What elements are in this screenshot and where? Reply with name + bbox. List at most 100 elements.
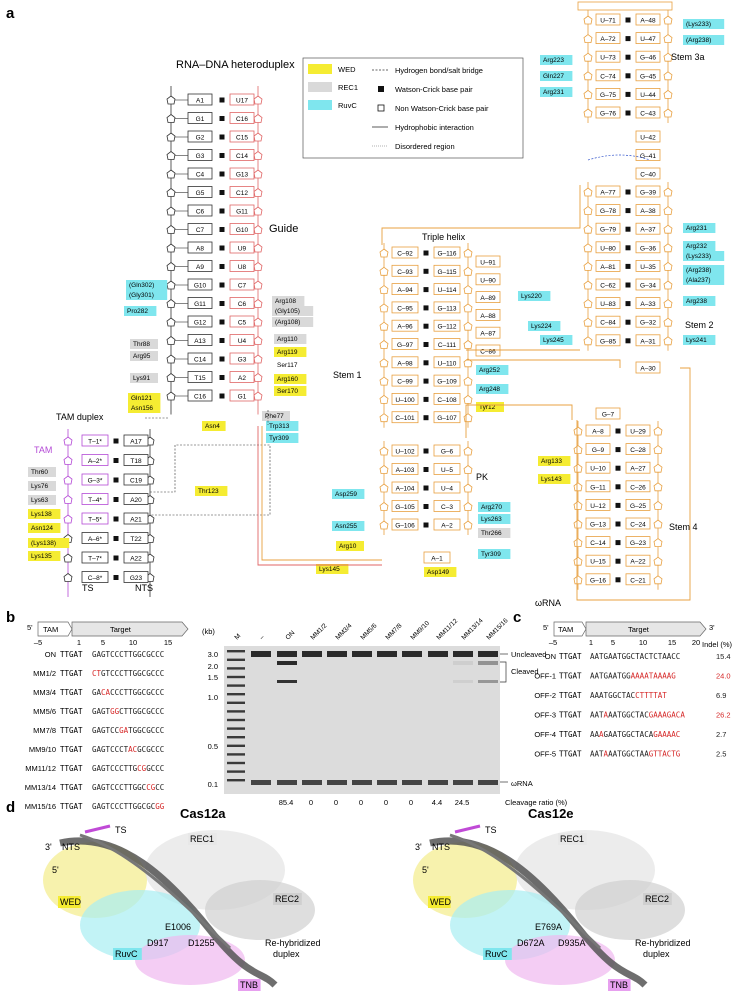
nucleotide-label: C19 — [130, 478, 142, 485]
sequence-base: C — [653, 652, 658, 661]
residue-label: Tyr309 — [481, 551, 501, 558]
sequence-base: G — [133, 783, 138, 792]
sugar-mark — [166, 243, 176, 253]
position-label: 5 — [611, 638, 615, 647]
nucleotide-label: A–6* — [88, 536, 103, 543]
c-tam-arrow — [553, 621, 587, 637]
sequence-base: C — [115, 726, 120, 735]
sequence-base: C — [160, 783, 165, 792]
sequence-base: G — [101, 726, 106, 735]
heteroduplex-title: RNA–DNA heteroduplex — [176, 59, 295, 71]
wrna-band — [302, 780, 322, 785]
legend-wc-mark — [378, 86, 384, 92]
sequence-base: T — [622, 691, 627, 700]
sugar-mark — [653, 575, 663, 585]
left-residues: (Gln302)(Gly301)Pro282Thr88Arg95Lys91Gln… — [28, 280, 168, 561]
nucleotide-label: C–99 — [397, 379, 413, 386]
offtarget-name: OFF-2 — [534, 691, 556, 700]
sequence-target: CTGTCCCTTGGCGCCC — [92, 669, 164, 678]
residue-label: Gln227 — [543, 73, 564, 80]
residue-box — [126, 280, 168, 290]
sugar-mark — [379, 413, 389, 423]
nucleotide-box — [635, 167, 661, 180]
residue-box — [683, 223, 716, 233]
sequence-target: GAGTCCCTTGGCGCCC — [92, 650, 164, 659]
sequence-base: G — [101, 707, 106, 716]
nucleotide-label: C–28 — [630, 447, 646, 454]
nucleotide-box — [625, 498, 651, 511]
sequence-base: A — [608, 730, 613, 739]
residue-box — [540, 55, 573, 65]
nucleotide-box — [635, 106, 661, 119]
sequence-base: G — [146, 726, 151, 735]
ruvc-label: RuvC — [485, 949, 508, 959]
nucleotide-label: G11 — [194, 301, 206, 308]
uncleaved-band — [377, 651, 397, 657]
sequence-base: T — [635, 652, 640, 661]
base-pair-mark — [113, 516, 119, 522]
cleavage-ratio: 24.5 — [455, 798, 470, 807]
nucleotide-label: G–97 — [397, 342, 413, 349]
sequence-base: T — [599, 711, 604, 720]
sugar-mark — [63, 436, 73, 446]
residue-label: Asn124 — [31, 525, 53, 532]
nucleotide-box — [81, 473, 109, 486]
wrna-band — [377, 780, 397, 785]
nucleotide-label: C15 — [236, 135, 248, 142]
uncleaved-band — [251, 651, 271, 657]
residue-box — [28, 551, 61, 561]
sequence-base: A — [97, 764, 102, 773]
marker-band — [227, 736, 245, 739]
sequence-base: G — [92, 650, 97, 659]
residue-box — [336, 541, 364, 551]
sequence-base: C — [142, 688, 147, 697]
c-tam-text: TAM — [558, 625, 573, 634]
residue-box — [272, 306, 314, 316]
nucleotide-box — [635, 222, 661, 235]
panel-b-label: b — [6, 609, 15, 626]
wrna-band — [327, 780, 347, 785]
nucleotide-label: U–10 — [590, 466, 606, 473]
rec1-box — [558, 833, 587, 845]
sugar-mark — [583, 108, 593, 118]
residue-label: Arg160 — [277, 376, 298, 383]
sequence-base: A — [599, 691, 604, 700]
residue-box — [130, 339, 158, 349]
sugar-mark — [663, 108, 673, 118]
sequence-base: C — [115, 688, 120, 697]
sequence-prefix: TTGAT — [60, 726, 83, 735]
nucleotide-box — [433, 264, 461, 277]
legend-item-label: Hydrogen bond/salt bridge — [395, 66, 483, 75]
sequence-base: T — [128, 802, 133, 811]
sugar-mark — [463, 520, 473, 530]
e-label: E769A — [535, 922, 562, 932]
residue-box — [424, 567, 457, 577]
sequence-base: G — [137, 726, 142, 735]
sequence-base: A — [662, 711, 667, 720]
sequence-base: T — [106, 669, 111, 678]
residue-label: Lys138 — [31, 511, 52, 518]
sugar-mark — [583, 261, 593, 271]
nucleotide-box — [595, 204, 621, 217]
sequence-prefix: TTGAT — [60, 650, 83, 659]
nucleotide-box — [635, 259, 661, 272]
nucleotide-box — [585, 554, 611, 567]
residue-box — [128, 403, 161, 413]
base-pair-mark — [423, 268, 429, 274]
sequence-base: G — [101, 802, 106, 811]
nucleotide-box — [635, 361, 661, 374]
sequence-base: G — [622, 750, 627, 759]
residue-label: Arg133 — [541, 458, 562, 465]
indel-value: 2.7 — [716, 730, 726, 739]
residue-box — [28, 467, 56, 477]
nucleotide-box — [625, 424, 651, 437]
cleavage-ratio: 4.4 — [432, 798, 442, 807]
sequence-base: C — [631, 730, 636, 739]
residue-box — [540, 87, 573, 97]
sequence-base: A — [649, 730, 654, 739]
rehyb-line: Re-hybridized — [265, 938, 321, 948]
base-pair-mark — [219, 375, 225, 380]
nucleotide-box — [81, 493, 109, 505]
